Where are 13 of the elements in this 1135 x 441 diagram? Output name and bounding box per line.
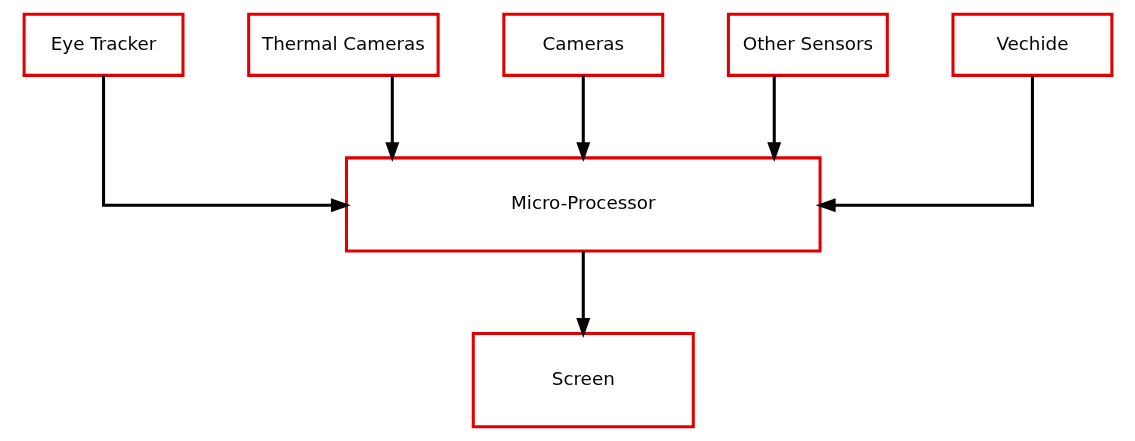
arrow <box>766 75 781 163</box>
node-box: Cameras <box>501 12 664 77</box>
arrow <box>101 75 351 213</box>
node-box: Other Sensors <box>726 12 889 77</box>
node-box: Thermal Cameras <box>246 12 440 77</box>
arrow <box>815 75 1034 213</box>
node-box: Micro-Processor <box>344 156 822 253</box>
node-box: Screen <box>471 332 695 429</box>
arrow <box>575 75 590 163</box>
node-box: Vechide <box>950 12 1113 77</box>
arrow <box>575 251 590 338</box>
arrow <box>384 75 399 163</box>
node-box: Eye Tracker <box>22 12 185 77</box>
